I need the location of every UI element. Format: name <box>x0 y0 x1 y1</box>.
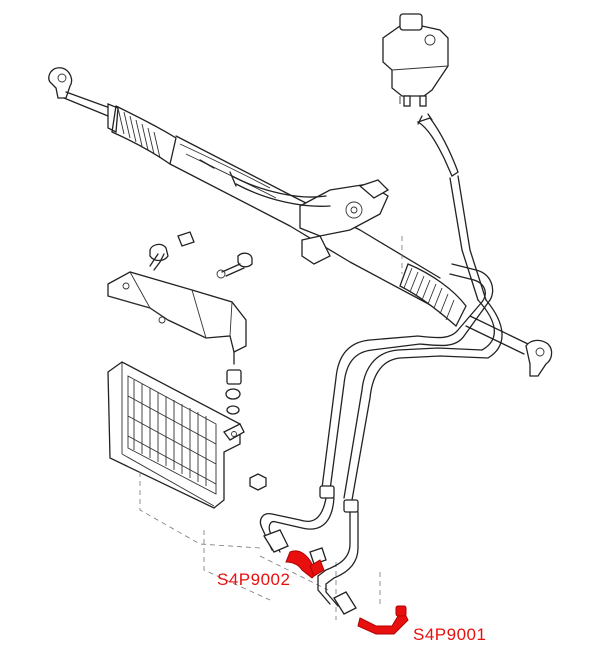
highlighted-part-s4p9002 <box>285 550 325 579</box>
oil-cooler <box>107 361 245 509</box>
fluid-reservoir <box>382 13 449 107</box>
cooler-bracket <box>107 271 247 365</box>
part-number-label-s4p9001: S4P9001 <box>413 625 487 644</box>
fasteners <box>225 369 267 491</box>
mounting-bolts <box>149 231 253 279</box>
part-number-label-s4p9002: S4P9002 <box>217 570 291 589</box>
reservoir-feed-hose <box>416 113 487 301</box>
steering-rack <box>48 67 553 377</box>
highlighted-part-s4p9001 <box>357 605 409 635</box>
assembly-guide-lines <box>139 236 403 620</box>
cooler-pipes <box>259 263 503 615</box>
